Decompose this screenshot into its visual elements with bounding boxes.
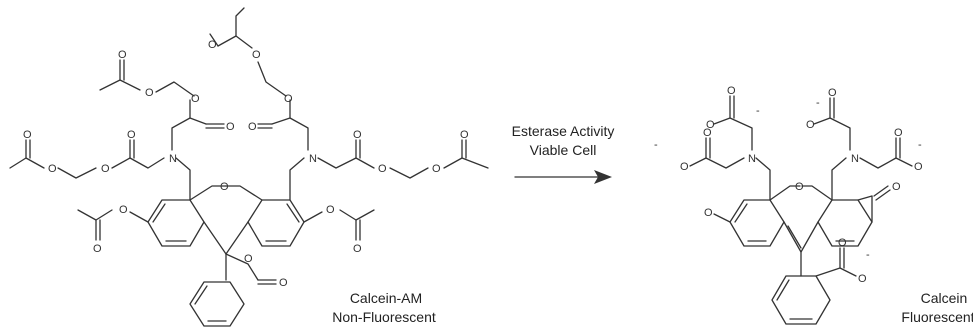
right-nitrogen: N [309,153,317,165]
product-property: Fluorescent [901,309,973,325]
product-name: Calcein [921,290,968,306]
reactant-property: Non-Fluorescent [332,309,436,325]
left-nitrogen: N [169,153,177,165]
right-aromatic-ring [247,199,305,247]
svg-text:O: O [118,49,127,61]
svg-text:O: O [284,93,293,105]
benzo-ring [189,281,245,327]
xanthene-oxygen: O [220,181,229,193]
svg-text:O: O [432,163,441,175]
svg-text:O: O [727,85,736,97]
svg-text:-: - [654,139,658,151]
svg-text:O: O [704,207,713,219]
svg-text:O: O [248,121,257,133]
svg-text:O: O [680,161,689,173]
lactone-carbonyl-oxygen: O [279,277,288,289]
svg-text:O: O [208,39,217,51]
svg-text:O: O [378,163,387,175]
svg-text:O: O [191,93,200,105]
svg-text:O: O [48,163,57,175]
svg-text:O: O [252,49,261,61]
product-left-nitrogen: N [748,153,756,165]
reactant-name: Calcein-AM [350,290,422,306]
product-benzoate-ring [771,275,831,325]
svg-text:O: O [892,181,901,193]
svg-text:O: O [703,127,712,139]
svg-text:-: - [816,97,820,109]
svg-text:O: O [93,243,102,255]
product-left-ring [729,199,785,247]
reaction-condition-cell: Viable Cell [530,142,597,158]
svg-text:O: O [226,121,235,133]
svg-text:O: O [353,243,362,255]
calcein-structure: O O O O O - N O O - O O [654,85,923,325]
svg-text:O: O [914,161,923,173]
svg-text:-: - [866,249,870,261]
svg-text:O: O [894,127,903,139]
svg-text:O: O [460,129,469,141]
reaction-arrow [514,170,612,184]
svg-text:-: - [756,105,760,117]
svg-text:O: O [127,129,136,141]
svg-text:O: O [806,119,815,131]
lactone-oxygen: O [244,253,253,265]
svg-text:O: O [23,129,32,141]
svg-text:O: O [838,237,847,249]
svg-text:O: O [706,119,715,131]
svg-text:O: O [326,204,335,216]
svg-text:O: O [119,204,128,216]
product-right-nitrogen: N [851,153,859,165]
svg-text:O: O [858,273,867,285]
product-xanthene-oxygen: O [795,181,804,193]
reaction-condition-enzyme: Esterase Activity [512,123,615,139]
calcein-am-structure: O O O O O O O N O O [9,7,489,327]
svg-text:O: O [101,163,110,175]
svg-text:O: O [353,129,362,141]
svg-text:-: - [918,139,922,151]
left-aromatic-ring [147,199,205,247]
svg-text:O: O [828,87,837,99]
svg-text:O: O [145,87,154,99]
